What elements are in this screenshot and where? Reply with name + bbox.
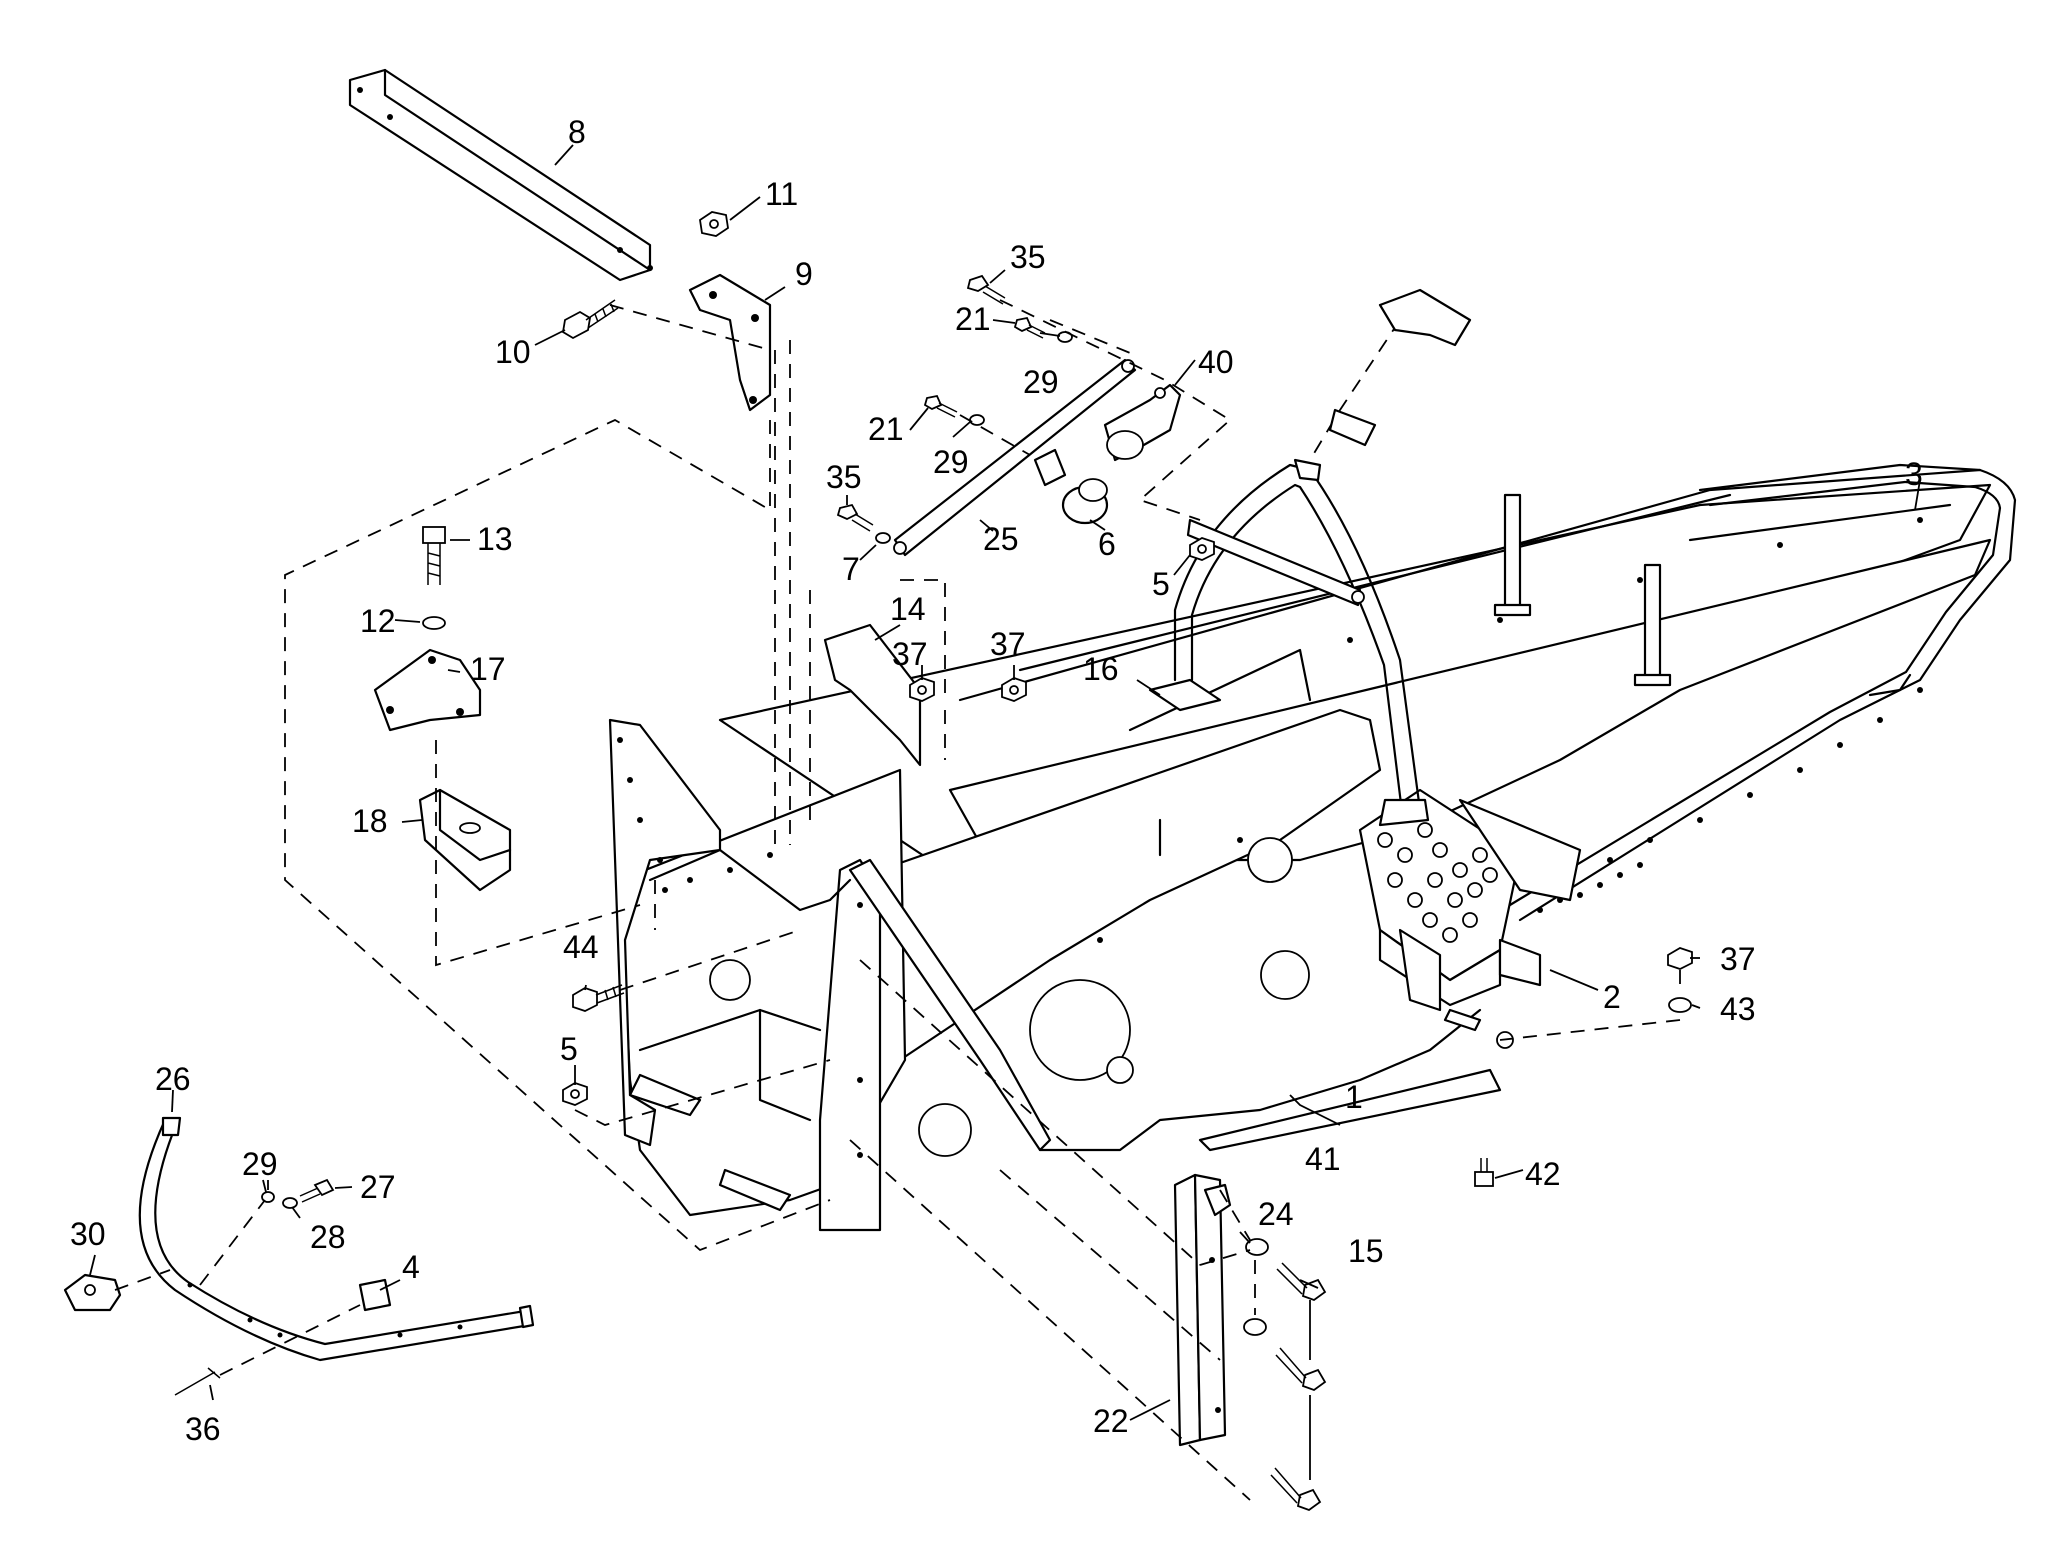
callout-37c: 37 (1720, 941, 1756, 977)
chassis-tunnel (608, 468, 1992, 1232)
bracket-16 (1148, 678, 1222, 712)
nut-5-lower (562, 1082, 588, 1106)
bracket-9 (688, 273, 772, 412)
bolt-21-upper (1013, 316, 1046, 339)
bolt-21-lower (923, 394, 958, 418)
washer-7 (875, 532, 891, 544)
callout-16: 16 (1083, 651, 1119, 687)
bolt-35-lower (836, 503, 874, 532)
bolt-15-c (1270, 1467, 1322, 1512)
washer-29-bumper (261, 1191, 275, 1203)
bracket-14 (823, 623, 922, 767)
callout-37b: 37 (990, 626, 1026, 662)
callout-18: 18 (352, 803, 388, 839)
rod-25 (893, 358, 1137, 557)
top-link-bracket (1328, 288, 1472, 447)
rear-skid-plate-41 (1198, 1068, 1502, 1152)
bolt-10 (562, 299, 619, 340)
bracket-30 (63, 1273, 122, 1312)
rear-bumper-rail (1508, 463, 2017, 922)
nut-11 (699, 211, 729, 237)
bolt-44 (572, 984, 625, 1012)
screw-27 (299, 1178, 335, 1203)
callout-40: 40 (1198, 344, 1234, 380)
callout-12: 12 (360, 603, 396, 639)
callout-21b: 21 (868, 411, 904, 447)
callout-26: 26 (155, 1061, 191, 1097)
callout-25: 25 (983, 521, 1019, 557)
callout-10: 10 (495, 334, 531, 370)
washer-12 (422, 616, 446, 630)
bracket-17 (373, 648, 482, 732)
callout-29b: 29 (933, 444, 969, 480)
callout-24: 24 (1258, 1196, 1294, 1232)
washer-43 (1668, 997, 1692, 1013)
footrest-plate (1358, 788, 1582, 1007)
callout-41: 41 (1305, 1141, 1341, 1177)
leader-lines (89, 144, 1921, 1421)
block-18 (418, 788, 512, 892)
callout-15: 15 (1348, 1233, 1384, 1269)
bracket-22 (1173, 1173, 1232, 1447)
rear-bracket-2 (1398, 928, 1542, 1049)
washer-29-lower (969, 414, 985, 426)
callout-3: 3 (1905, 456, 1923, 492)
callout-11: 11 (765, 176, 798, 212)
clip-4 (358, 1278, 392, 1312)
bracket-40 (1103, 383, 1182, 462)
tunnel-posts (1493, 493, 1672, 687)
rivet-36 (174, 1367, 221, 1396)
bolt-42 (1474, 1158, 1494, 1187)
callout-29a: 29 (1023, 364, 1059, 400)
callout-30: 30 (70, 1216, 106, 1252)
callout-28: 28 (310, 1219, 346, 1255)
callout-7: 7 (842, 551, 860, 587)
callout-35b: 35 (826, 459, 862, 495)
callout-5b: 5 (560, 1031, 578, 1067)
rivet-holes (617, 517, 1923, 1158)
bolt-13 (422, 526, 446, 585)
callout-5a: 5 (1152, 566, 1170, 602)
callout-27: 27 (360, 1169, 396, 1205)
washer-24b (1243, 1318, 1267, 1336)
callout-14: 14 (890, 591, 926, 627)
callout-43: 43 (1720, 991, 1756, 1027)
front-bumper-26 (138, 1116, 535, 1362)
callout-2: 2 (1603, 979, 1621, 1015)
callout-9: 9 (795, 256, 813, 292)
callout-44: 44 (563, 929, 599, 965)
bolt-15-b (1275, 1347, 1327, 1392)
bolt-35-upper (966, 274, 1006, 305)
callout-1: 1 (1345, 1079, 1363, 1115)
callout-37a: 37 (892, 636, 928, 672)
bushing-6 (1033, 448, 1109, 525)
callout-6: 6 (1098, 526, 1116, 562)
callout-36: 36 (185, 1411, 221, 1447)
callout-labels: 1 2 3 4 5 5 6 7 8 9 10 11 12 13 14 15 16… (70, 114, 1923, 1447)
part-8-bar (348, 68, 653, 282)
callout-4: 4 (402, 1249, 420, 1285)
callout-21a: 21 (955, 301, 991, 337)
callout-22: 22 (1093, 1403, 1129, 1439)
nut-37-rear (1667, 947, 1693, 970)
callout-13: 13 (477, 521, 513, 557)
callout-29c: 29 (242, 1146, 278, 1182)
callout-8: 8 (568, 114, 586, 150)
assembly-lines (114, 299, 1681, 1501)
washer-24 (1245, 1238, 1269, 1256)
bolt-15-a (1276, 1262, 1327, 1302)
washer-28 (282, 1197, 298, 1209)
callout-35a: 35 (1010, 239, 1046, 275)
nut-5-upper (1189, 537, 1215, 561)
callout-42: 42 (1525, 1156, 1561, 1192)
callout-17: 17 (470, 651, 506, 687)
grab-bar-tube (1173, 458, 1430, 827)
